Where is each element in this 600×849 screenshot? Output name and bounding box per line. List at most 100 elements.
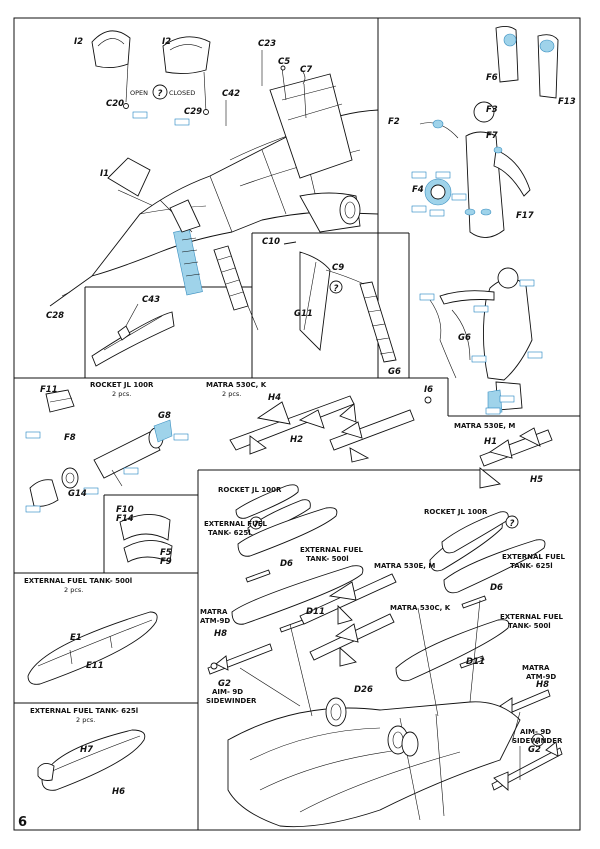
label-c43: C43 — [142, 295, 160, 305]
qty-rocket-jl100r: 2 pcs. — [112, 390, 131, 398]
title-matra530ck: MATRA 530C, K — [206, 381, 267, 389]
cockpit-assembly — [49, 30, 379, 331]
label-h1: H1 — [484, 437, 497, 447]
label-closed: CLOSED — [169, 89, 195, 97]
label-f17: F17 — [516, 211, 534, 221]
svg-text:?: ? — [334, 284, 339, 294]
label-f2: F2 — [388, 117, 400, 127]
title-atm9d-l1: MATRA — [200, 608, 228, 616]
label-i6: I6 — [424, 385, 433, 395]
qty-matra530ck: 2 pcs. — [222, 390, 241, 398]
rocket-jl100r-assembly — [25, 389, 189, 563]
label-f8: F8 — [64, 433, 76, 443]
question-mark-icon: ? — [329, 280, 343, 294]
label-f14: F14 — [116, 514, 134, 524]
qty-tank500: 2 pcs. — [64, 586, 83, 594]
title-matra530ck-main: MATRA 530C, K — [390, 604, 451, 612]
svg-text:?: ? — [536, 737, 541, 747]
title-tank500r-l1: EXTERNAL FUEL — [500, 613, 564, 621]
label-g11: G11 — [294, 309, 313, 319]
label-f7: F7 — [486, 131, 498, 141]
label-g2-b: G2 — [528, 745, 541, 755]
label-c20: C20 — [106, 99, 124, 109]
label-g14: G14 — [68, 489, 87, 499]
question-mark-icon: ? — [531, 733, 545, 747]
title-atm9d-l2: ATM-9D — [200, 617, 230, 625]
matra530ck-assembly — [229, 395, 432, 463]
title-matra530em: MATRA 530E, M — [374, 562, 435, 570]
label-c42: C42 — [222, 89, 240, 99]
title-tank625-l2: TANK- 625l — [208, 529, 251, 537]
matra530em-assembly — [479, 427, 553, 489]
label-g2-a: G2 — [218, 679, 231, 689]
label-h6: H6 — [112, 787, 125, 797]
label-e1: E1 — [70, 633, 82, 643]
title-tank500-l2: TANK- 500l — [306, 555, 349, 563]
title-aim9dr-l1: AIM- 9D — [520, 728, 551, 736]
ladder-inset — [283, 241, 397, 363]
page-number: 6 — [18, 815, 27, 830]
label-open: OPEN — [130, 89, 148, 97]
svg-text:?: ? — [510, 519, 515, 529]
armament-panel — [207, 484, 563, 828]
label-f3: F3 — [486, 105, 498, 115]
label-f6: F6 — [486, 73, 498, 83]
title-rocket-jl100r: ROCKET JL 100R — [90, 381, 154, 389]
label-i2-a: I2 — [74, 37, 83, 47]
title-tank500-l1: EXTERNAL FUEL — [300, 546, 364, 554]
svg-text:?: ? — [158, 89, 163, 99]
label-i1: I1 — [100, 169, 109, 179]
label-f9: F9 — [160, 557, 172, 567]
canopy-part-open — [91, 30, 131, 69]
title-tank625r-l1: EXTERNAL FUEL — [502, 553, 566, 561]
title-aim9dr-l2: SIDEWINDER — [512, 737, 563, 745]
svg-text:?: ? — [254, 520, 259, 530]
label-e11: E11 — [86, 661, 104, 671]
label-d11-a: D11 — [306, 607, 325, 617]
title-atm9dr-l2: ATM-9D — [526, 673, 556, 681]
label-f11: F11 — [40, 385, 58, 395]
qty-tank625: 2 pcs. — [76, 716, 95, 724]
label-d6-b: D6 — [490, 583, 503, 593]
label-h4: H4 — [268, 393, 281, 403]
title-atm9dr-l1: MATRA — [522, 664, 550, 672]
label-h5: H5 — [530, 475, 543, 485]
label-d6-a: D6 — [280, 559, 293, 569]
label-c23: C23 — [258, 39, 276, 49]
question-mark-icon: ? — [505, 515, 519, 529]
title-tank625-l1: EXTERNAL FUEL — [204, 520, 268, 528]
label-g8: G8 — [158, 411, 171, 421]
label-i2-b: I2 — [162, 37, 171, 47]
tank625-assembly — [37, 729, 146, 791]
label-d11-b: D11 — [466, 657, 485, 667]
title-aim9d-l2: SIDEWINDER — [206, 697, 257, 705]
pilot-figure — [411, 25, 559, 415]
tank500-assembly — [27, 611, 158, 685]
title-tank500r-l2: TANK- 500l — [508, 622, 551, 630]
label-c7: C7 — [300, 65, 312, 75]
label-c28: C28 — [46, 311, 64, 321]
title-matra530em-box: MATRA 530E, M — [454, 422, 515, 430]
label-c9: C9 — [332, 263, 344, 273]
question-mark-icon: ? — [152, 84, 168, 100]
label-c29: C29 — [184, 107, 202, 117]
label-c10: C10 — [262, 237, 280, 247]
windscreen-part — [107, 157, 151, 197]
label-f10: F10 — [116, 505, 134, 515]
label-c5: C5 — [278, 57, 290, 67]
label-g6-b: G6 — [458, 333, 471, 343]
title-tank625r-l2: TANK- 625l — [510, 562, 553, 570]
section-titles: ROCKET JL 100R 2 pcs. MATRA 530C, K 2 pc… — [24, 381, 566, 745]
label-h8-a: H8 — [214, 629, 227, 639]
label-h2: H2 — [290, 435, 303, 445]
part-labels: I2 I2 C23 C5 C7 OPEN CLOSED C42 C20 C29 … — [40, 37, 576, 797]
question-mark-icon: ? — [249, 516, 263, 530]
nose-inset — [91, 303, 175, 367]
label-f13: F13 — [558, 97, 576, 107]
label-d26: D26 — [354, 685, 373, 695]
label-h8-b: H8 — [536, 680, 549, 690]
title-aim9d-l1: AIM- 9D — [212, 688, 243, 696]
label-g6-a: G6 — [388, 367, 401, 377]
label-f4: F4 — [412, 185, 424, 195]
